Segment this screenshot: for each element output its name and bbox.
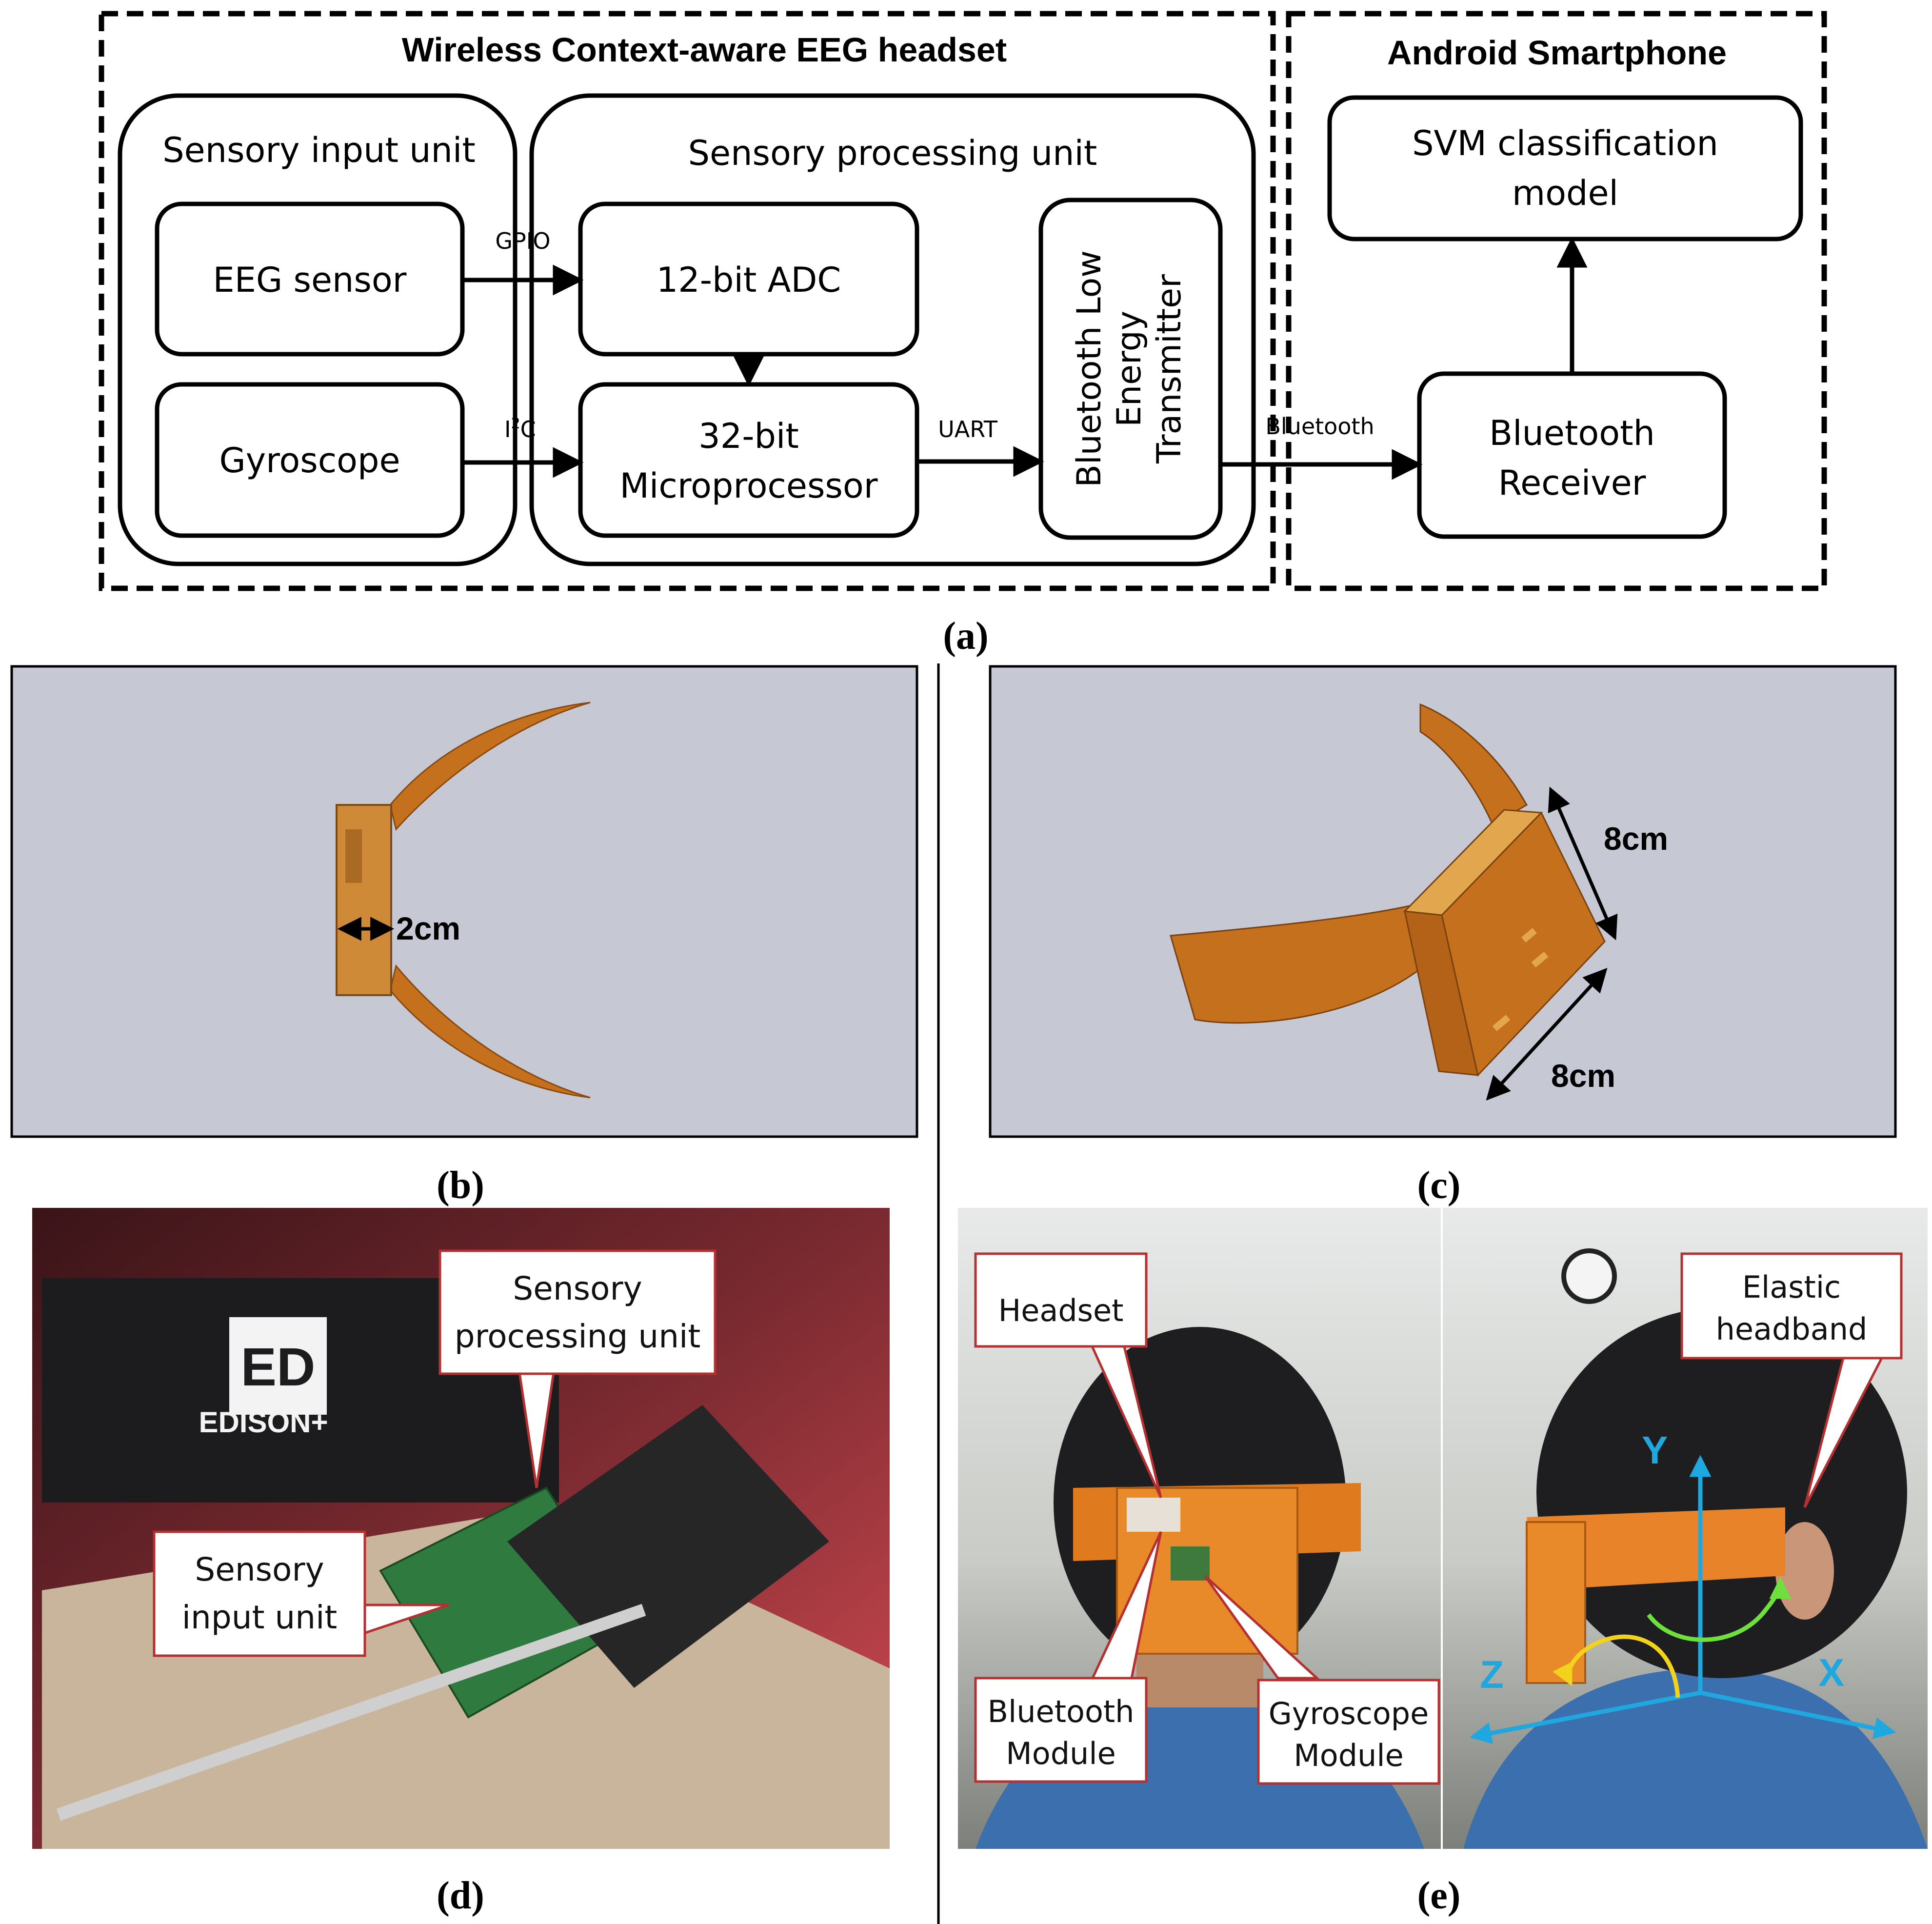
svm-label-2: model: [1512, 173, 1618, 213]
gyroscope-label: Gyroscope: [219, 441, 400, 481]
gyroscope-box: [155, 382, 465, 538]
callout-processing-label-2: processing unit: [455, 1318, 701, 1355]
axis-x-line: [1700, 1690, 1896, 1739]
callout-elastic-label-2: headband: [1716, 1311, 1868, 1347]
caption-a: (a): [943, 615, 988, 658]
uart-label: UART: [938, 416, 998, 442]
rail: [56, 1603, 646, 1821]
printer-brand: EDISON+: [199, 1406, 328, 1439]
caption-c: (c): [1417, 1164, 1461, 1207]
headband-arm-upper: [1419, 703, 1528, 826]
caption-d: (d): [437, 1874, 484, 1917]
callout-input-label-1: Sensory: [195, 1551, 324, 1588]
bluetooth-receiver-box: [1417, 371, 1727, 539]
print-carriage: [507, 1405, 829, 1688]
printer-logo: ED: [241, 1337, 316, 1397]
headset-title: Wireless Context-aware EEG headset: [402, 31, 1007, 69]
callout-gyro-label-1: Gyroscope: [1269, 1696, 1429, 1731]
axis-z-line: [1469, 1690, 1701, 1744]
callout-processing-label-1: Sensory: [513, 1270, 642, 1307]
receiver-label-2: Receiver: [1498, 463, 1646, 503]
caption-e: (e): [1417, 1874, 1461, 1917]
housing-slot: [345, 829, 362, 883]
bluetooth-module-board: [1127, 1498, 1180, 1532]
callout-bluetooth-label-1: Bluetooth: [988, 1694, 1135, 1729]
panel-e-photo-wearing: Headset Bluetooth Module Gyroscope Modul…: [958, 1208, 1928, 1917]
callout-headset-label: Headset: [998, 1293, 1124, 1328]
callout-bluetooth-box: [974, 1677, 1148, 1783]
callout-gyro-tail: [1203, 1575, 1320, 1680]
svm-label-1: SVM classification: [1412, 123, 1718, 163]
receiver-label-1: Bluetooth: [1489, 413, 1655, 453]
headband-right: [1527, 1507, 1785, 1590]
svm-model-box: [1327, 95, 1803, 241]
phone-title: Android Smartphone: [1387, 34, 1727, 72]
ble-label-2: Energy: [1110, 311, 1149, 427]
gyroscope-module-board: [1171, 1546, 1210, 1581]
dimension-arrow-c-bottom: [1486, 967, 1608, 1101]
headband-arc-top: [389, 701, 591, 831]
axis-y-label: Y: [1642, 1428, 1668, 1472]
panel-a-block-diagram: Wireless Context-aware EEG headset Andro…: [99, 11, 1827, 658]
sensory-processing-unit-label: Sensory processing unit: [688, 133, 1097, 173]
axis-x-label: X: [1818, 1651, 1844, 1694]
rotation-yellow-arrow: [1553, 1634, 1680, 1698]
ble-label-3: Transmitter: [1150, 274, 1189, 464]
gpio-label: GPIO: [495, 228, 550, 254]
phone-dashed-frame: [1286, 11, 1827, 591]
microprocessor-label-1: 32-bit: [698, 416, 799, 456]
dimension-arrow-c-side: [1548, 786, 1618, 941]
panel-c-3d-view: 8cm 8cm (c): [989, 665, 1897, 1207]
callout-input-label-2: input unit: [182, 1599, 338, 1636]
callout-gyro-label-2: Module: [1294, 1738, 1403, 1773]
dimension-label-c-bottom: 8cm: [1551, 1058, 1615, 1094]
render-background-b: [10, 665, 918, 1138]
caption-b: (b): [437, 1164, 484, 1207]
ble-transmitter-box: [1038, 198, 1223, 540]
microprocessor-label-2: Microprocessor: [620, 466, 878, 506]
dimension-label-c-side: 8cm: [1604, 821, 1668, 857]
callout-elastic-label-1: Elastic: [1742, 1269, 1841, 1305]
sensory-input-unit-box: [118, 93, 518, 566]
callout-headset-box: [974, 1252, 1148, 1348]
housing-side: [336, 804, 392, 996]
panel-b-side-view: 2cm (b): [10, 665, 918, 1207]
sensory-processing-unit-box: [529, 93, 1256, 566]
callout-elastic-box: [1680, 1252, 1903, 1360]
panel-d-photo-printer: ED EDISON+ Sensory processing unit Senso…: [32, 1208, 890, 1917]
callout-bluetooth-label-2: Module: [1006, 1736, 1115, 1771]
axis-z-label: Z: [1480, 1653, 1504, 1696]
wall-clock: [1561, 1248, 1617, 1304]
callout-processing-box: [438, 1249, 717, 1375]
callout-input-box: [153, 1530, 366, 1657]
dimension-label-b: 2cm: [396, 910, 460, 946]
headband-arc-bottom: [389, 964, 591, 1099]
microprocessor-box: [578, 382, 919, 538]
sensory-input-unit-label: Sensory input unit: [162, 130, 476, 170]
printer-logo-box: [229, 1317, 327, 1415]
headset-dashed-frame: [99, 11, 1276, 591]
eeg-sensor-label: EEG sensor: [213, 260, 407, 300]
port-1: [1521, 927, 1537, 943]
port-2: [1531, 951, 1549, 968]
adc-label: 12-bit ADC: [657, 260, 841, 300]
rotation-green-arrow: [1647, 1577, 1792, 1642]
bluetooth-link-label: Bluetooth: [1265, 413, 1374, 440]
callout-gyro-box: [1257, 1679, 1440, 1785]
i2c-label: I2C: [504, 415, 536, 442]
ble-label-1: Bluetooth Low: [1070, 250, 1109, 487]
